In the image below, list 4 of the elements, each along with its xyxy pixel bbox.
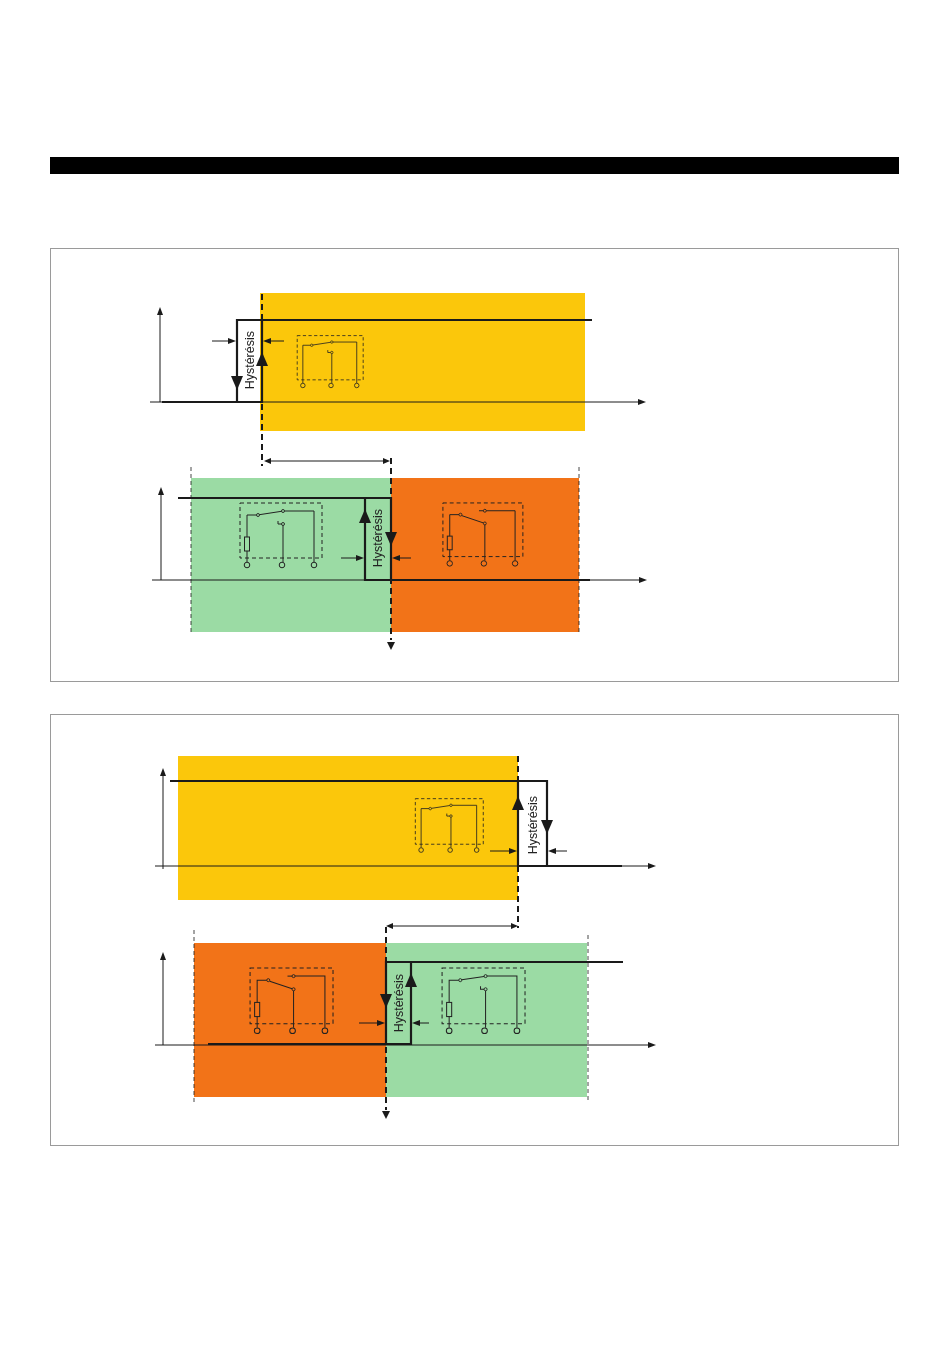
hysteresis-label: Hystérésis	[371, 508, 385, 568]
hysteresis-label: Hystérésis	[391, 973, 406, 1033]
hysteresis-label: Hystérésis	[525, 795, 540, 855]
hysteresis-label: Hystérésis	[242, 330, 257, 390]
